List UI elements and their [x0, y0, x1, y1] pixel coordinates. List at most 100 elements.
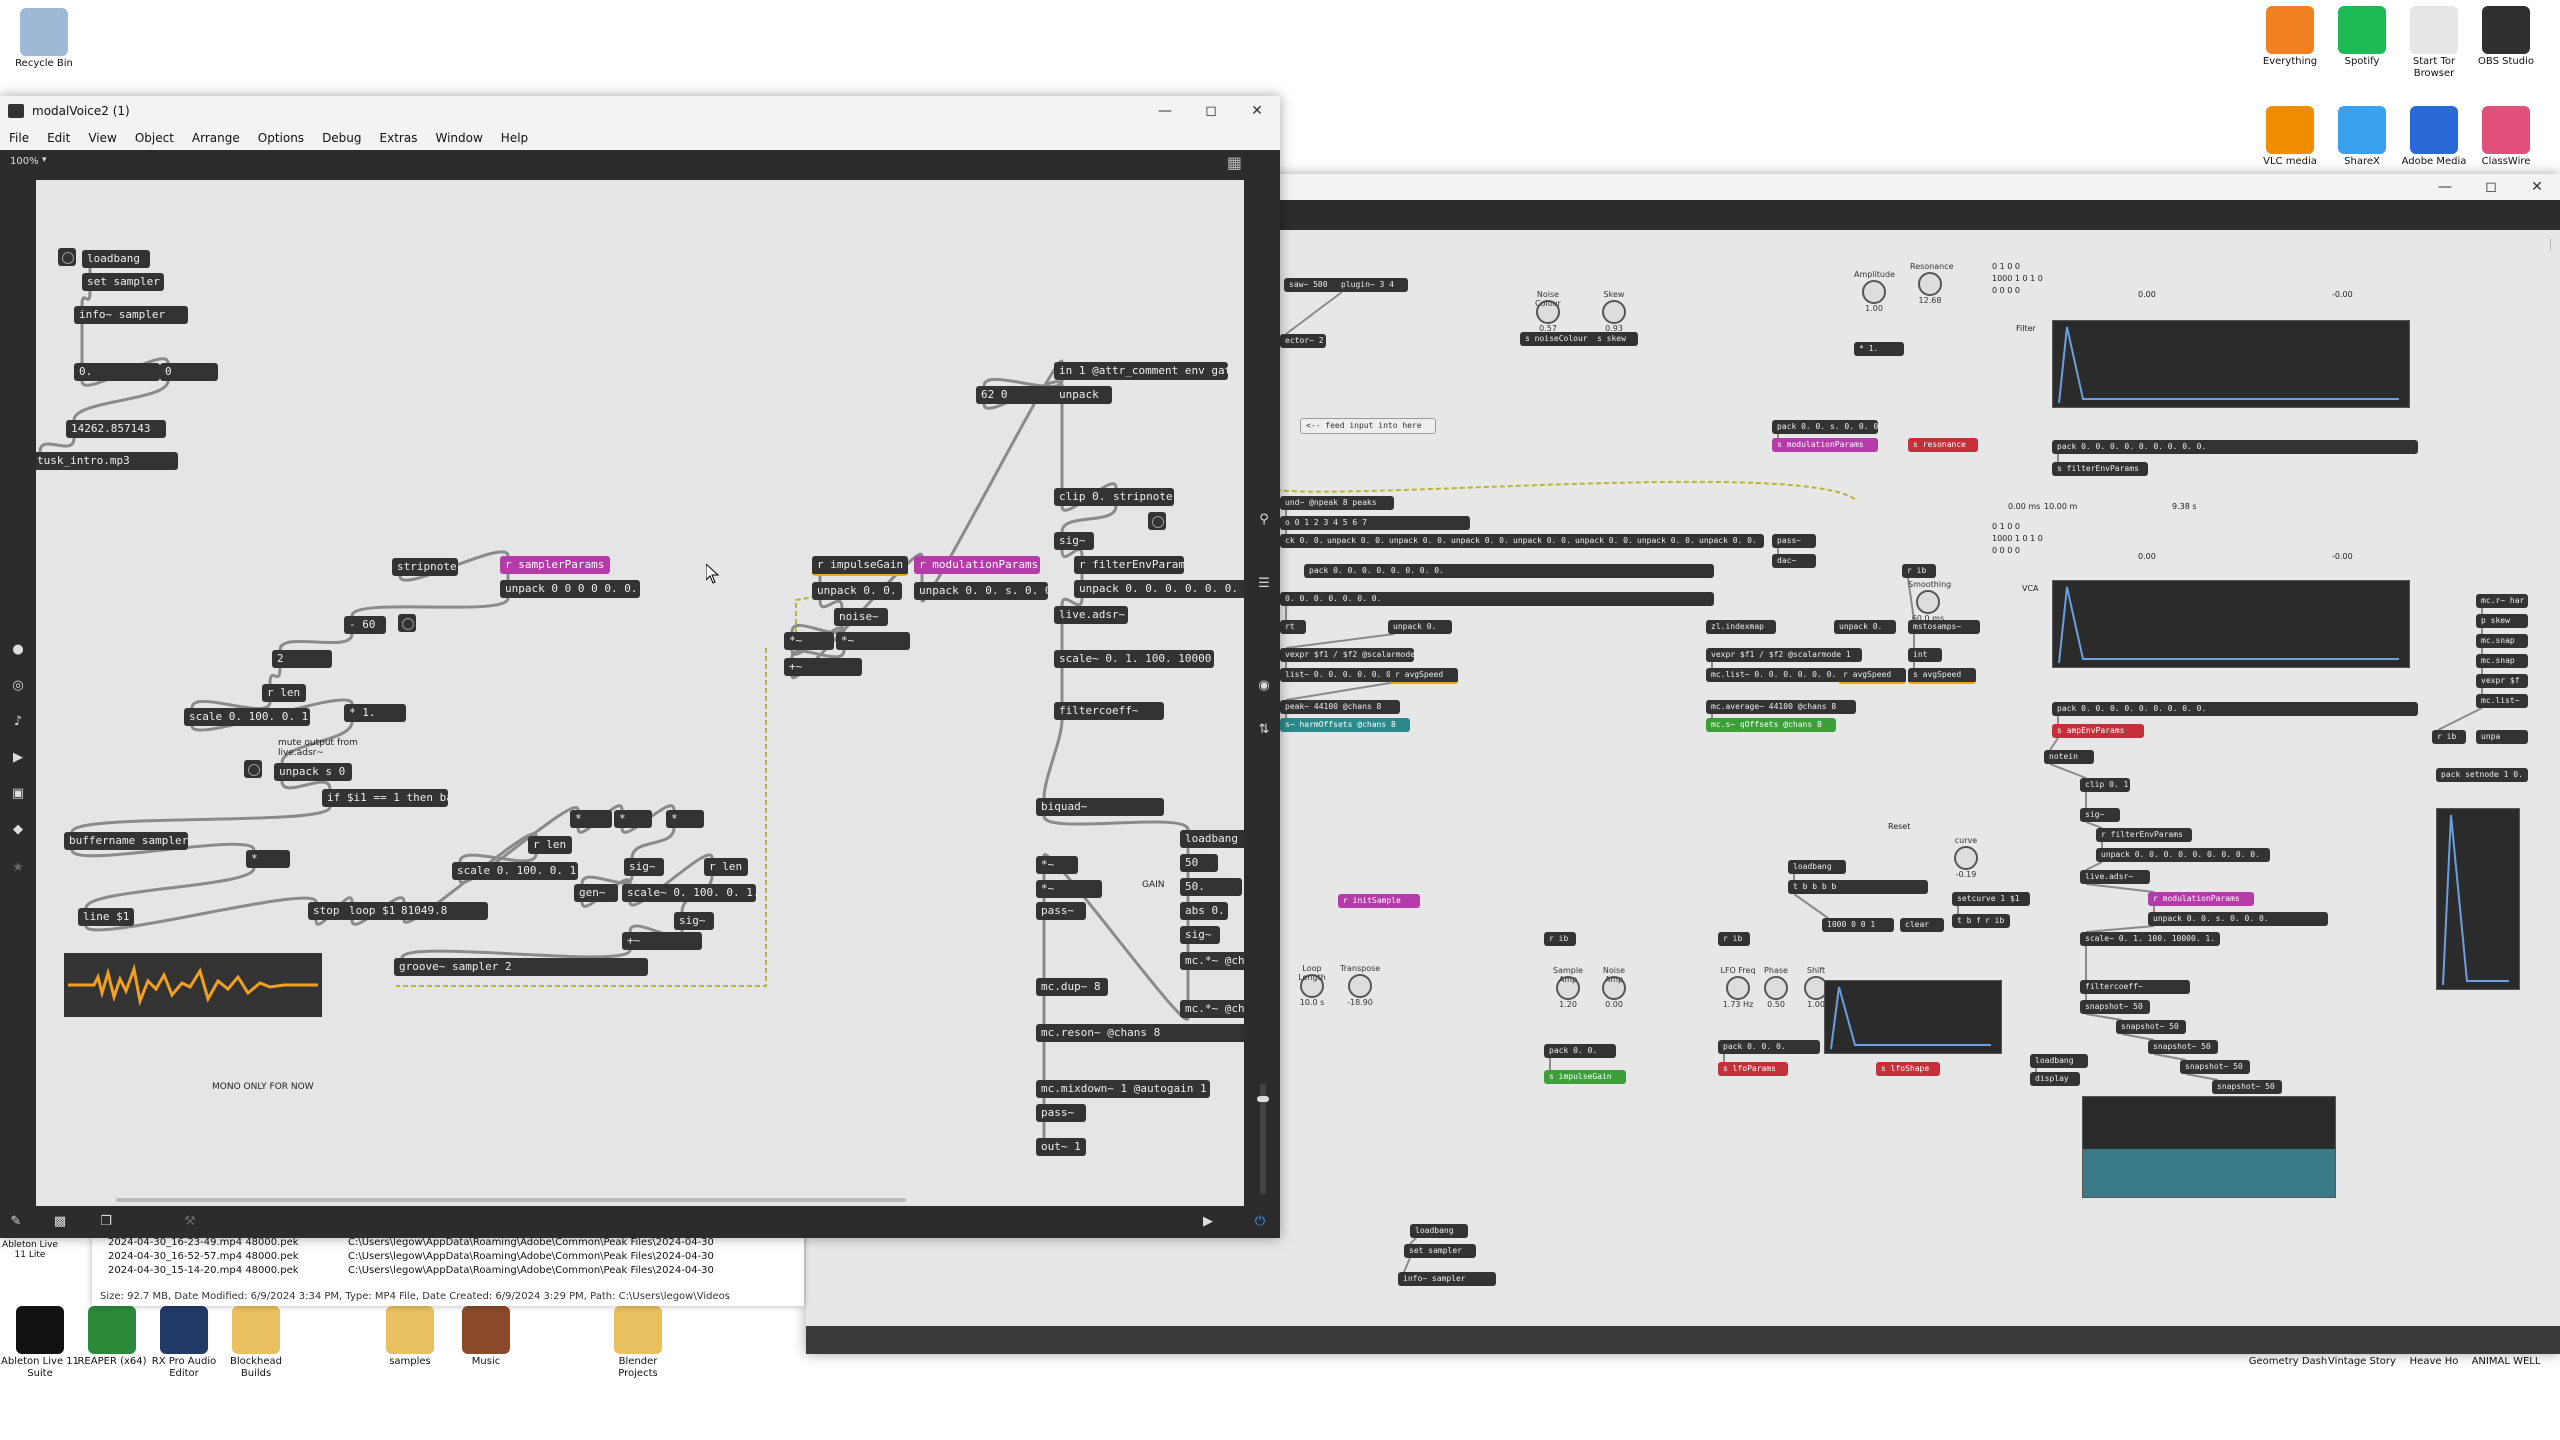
max-object[interactable]: snapshot~ 50	[2116, 1020, 2186, 1034]
patch-cord[interactable]	[1042, 719, 1064, 799]
maximize-icon[interactable]: ◻	[1205, 103, 1217, 119]
max-object[interactable]: loadbang	[1180, 830, 1244, 848]
max-object[interactable]: mstosamps~	[1908, 620, 1980, 634]
max-object[interactable]: set sampler	[1404, 1244, 1476, 1258]
music-note-icon[interactable]: ♪	[13, 714, 23, 729]
patch-cord[interactable]	[1285, 633, 1395, 649]
desktop-icon[interactable]: samples	[370, 1306, 450, 1368]
menu-item-options[interactable]: Options	[257, 131, 305, 145]
max-object[interactable]: buffername sampler	[64, 832, 188, 850]
max-object[interactable]: biquad~	[1036, 798, 1164, 816]
max-object[interactable]: scale 0. 100. 0. 1. 1.	[184, 708, 310, 726]
max-object[interactable]: live.adsr~	[2080, 870, 2150, 884]
max-object[interactable]: mc.average~ 44100 @chans 8	[1706, 700, 1856, 714]
toggle-button[interactable]	[244, 760, 262, 778]
max-object[interactable]: mc.reson~ @chans 8	[1036, 1024, 1244, 1042]
max-object[interactable]: <-- feed input into here	[1300, 418, 1436, 434]
max-object[interactable]: - 60	[344, 616, 386, 634]
max-object[interactable]: s impulseGain	[1544, 1070, 1626, 1084]
main-window-titlebar[interactable]: modalVoice2 (1) — ◻ ✕	[0, 96, 1280, 126]
max-object[interactable]: r len	[528, 836, 572, 854]
max-object[interactable]: r len	[262, 684, 306, 702]
max-object[interactable]: r samplerParams	[500, 556, 610, 574]
max-object[interactable]: r avgSpeed	[1390, 668, 1458, 684]
patch-cord[interactable]	[280, 721, 354, 764]
max-object[interactable]: s avgSpeed	[1908, 668, 1976, 684]
patch-cord[interactable]	[1793, 893, 1829, 919]
max-object[interactable]: loadbang	[1410, 1224, 1468, 1238]
max-object[interactable]: r filterEnvParams	[1074, 556, 1184, 574]
patch-cord[interactable]	[2085, 861, 2103, 871]
max-object[interactable]: r avgSpeed	[1838, 668, 1906, 684]
max-object[interactable]: pass~	[1772, 534, 1816, 548]
desktop-icon[interactable]: RX Pro Audio Editor	[144, 1306, 224, 1380]
patch-cord[interactable]	[70, 805, 332, 834]
desktop-icon[interactable]: REAPER (x64)	[72, 1306, 152, 1368]
max-object[interactable]: unpack 0. 0.	[1632, 534, 1702, 548]
wrench-icon[interactable]: ⚒	[184, 1214, 196, 1229]
max-object[interactable]: scale~ 0. 1. 100. 10000. 1.	[1054, 650, 1214, 668]
patch-cord[interactable]	[280, 780, 332, 790]
max-object[interactable]: s lfoShape	[1876, 1062, 1940, 1076]
patch-cord[interactable]	[84, 867, 256, 909]
max-object[interactable]: r ib	[1902, 564, 1936, 578]
max-object[interactable]: 50	[1180, 854, 1218, 872]
max-object[interactable]: peak~ 44100 @chans 8	[1280, 700, 1400, 714]
patch-cord[interactable]	[2153, 1053, 2187, 1061]
patch-cord[interactable]	[1403, 1257, 1411, 1273]
image-icon[interactable]: ▣	[11, 786, 25, 801]
max-object[interactable]: *	[570, 810, 612, 828]
max-object[interactable]: 0	[160, 363, 218, 381]
max-object[interactable]: mc.*~ @ch	[1180, 1000, 1244, 1018]
envelope-display[interactable]	[1824, 980, 2002, 1054]
play-icon[interactable]: ▶	[1203, 1214, 1213, 1229]
max-object[interactable]: stop	[308, 902, 352, 920]
max-object[interactable]: +~	[622, 932, 702, 950]
patch-cord[interactable]	[2049, 737, 2059, 751]
max-object[interactable]: r ib	[1980, 914, 2010, 928]
max-object[interactable]: *	[246, 850, 290, 868]
patch-cord[interactable]	[982, 377, 1064, 389]
horizontal-scrollbar[interactable]	[116, 1198, 906, 1202]
max-object[interactable]: * 1.	[344, 704, 406, 722]
max-object[interactable]: unpack 0. 0.	[1322, 534, 1392, 548]
max-object[interactable]: snapshot~ 50	[2212, 1080, 2282, 1094]
max-object[interactable]: p skew	[2476, 614, 2528, 628]
max-object[interactable]: mc.snap	[2476, 654, 2528, 668]
grid-icon[interactable]: ▦	[1226, 153, 1242, 172]
max-object[interactable]: saw~ 500	[1284, 278, 1344, 292]
toggle-button[interactable]	[398, 614, 416, 632]
chevron-down-icon[interactable]: ▾	[42, 155, 47, 165]
desktop-icon[interactable]: Recycle Bin	[4, 8, 84, 70]
max-object[interactable]: 81049.8	[396, 902, 488, 920]
patch-cord[interactable]	[350, 597, 510, 617]
desktop-icon[interactable]: ClassWire	[2466, 106, 2546, 168]
zoom-level[interactable]: 100%	[10, 156, 39, 167]
max-object[interactable]: *	[614, 810, 652, 828]
max-object[interactable]: vexpr $f	[2476, 674, 2528, 688]
max-object[interactable]: list~ 0. 0. 0. 0. 0. 0. 0.	[1280, 668, 1396, 682]
menu-item-extras[interactable]: Extras	[379, 131, 418, 145]
max-object[interactable]: snapshot~ 50	[2080, 1000, 2150, 1014]
patch-cord[interactable]	[1285, 291, 1343, 335]
presentation-icon[interactable]: ▩	[53, 1214, 67, 1229]
max-object[interactable]: o 0 1 2 3 4 5 6 7	[1280, 516, 1470, 530]
patch-cord[interactable]	[1285, 681, 1397, 701]
max-object[interactable]: s ampEnvParams	[2052, 724, 2144, 738]
max-object[interactable]: mc.r~ har	[2476, 594, 2528, 608]
max-object[interactable]: loadbang	[82, 250, 150, 268]
maximize-icon[interactable]: ◻	[2485, 179, 2497, 195]
max-object[interactable]: vexpr $f1 / $f2 @scalarmode 1	[1280, 648, 1414, 662]
max-object[interactable]: s resonance	[1908, 438, 1978, 452]
max-object[interactable]: pack 0. 0. 0. 0. 0. 0. 0. 0. 0.	[2052, 440, 2418, 454]
max-object[interactable]: mc.list~	[2476, 694, 2528, 708]
dial-knob[interactable]: curve-0.19	[1954, 836, 1978, 879]
list-icon[interactable]: ☰	[1258, 576, 1270, 591]
max-object[interactable]: line $1	[78, 908, 134, 926]
